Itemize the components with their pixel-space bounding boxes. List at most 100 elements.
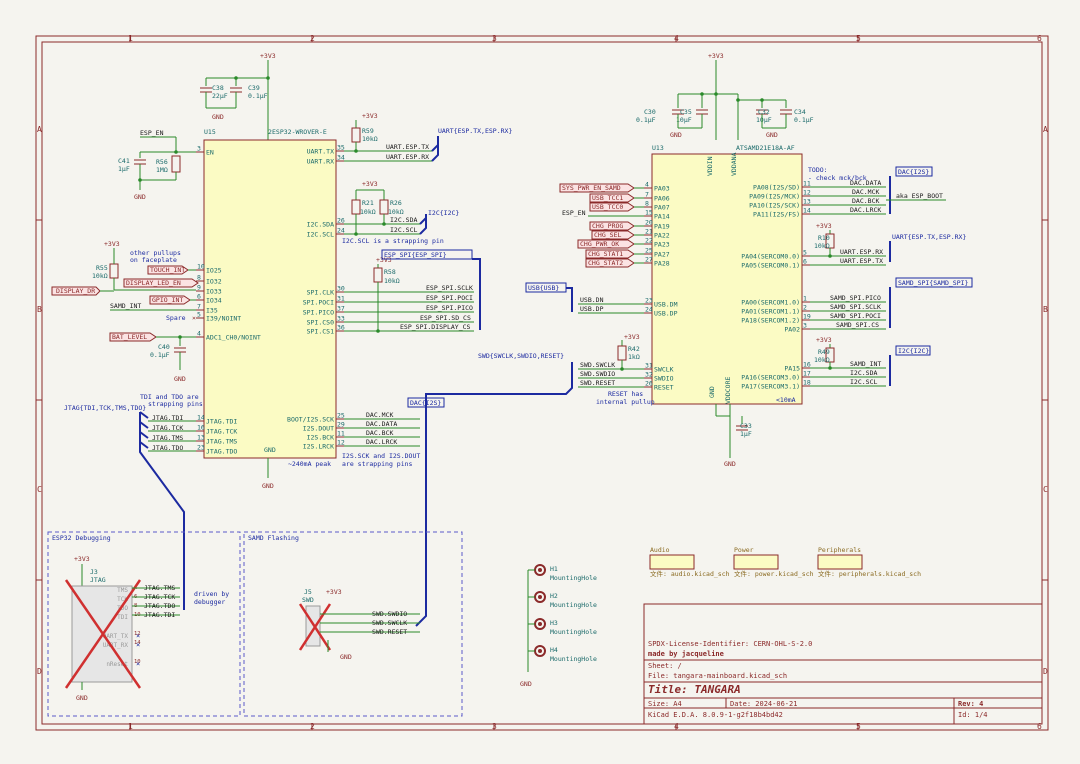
svg-text:13: 13 [803,198,811,206]
svg-text:PA15: PA15 [784,365,800,373]
svg-text:8: 8 [197,274,201,282]
sheet-audio[interactable]: Audio 文件: audio.kicad_sch [649,546,730,578]
r59-value: 10kΩ [362,135,378,143]
r49-v33: +3V3 [816,336,832,344]
svg-text:2: 2 [803,304,807,312]
svg-text:MountingHole: MountingHole [550,574,597,582]
svg-text:JTAG.TCK: JTAG.TCK [206,428,237,436]
svg-text:PA02: PA02 [784,326,800,334]
svg-text:29: 29 [337,421,345,429]
sheet-peripherals[interactable]: Peripherals 文件: peripherals.kicad_sch [817,546,921,578]
samd-flashing-box: SAMD Flashing J5 SWD +3V3 SWD.SWDIO SWD.… [243,531,463,717]
svg-text:PA00(SERCOM1.0): PA00(SERCOM1.0) [741,299,800,307]
r42-v33: +3V3 [624,333,640,341]
svg-text:SPI.CS0: SPI.CS0 [307,319,334,327]
j5-net-reset: SWD.RESET [372,628,407,636]
tdi-note-1: TDI and TDO are [140,393,199,401]
svg-text:PA23: PA23 [654,241,670,249]
frame-col-2-bottom: 2 [310,722,315,731]
display-dr-label: DISPLAY_DR [56,287,95,295]
svg-text:UART.RX: UART.RX [307,158,334,166]
samd-dac-lrck-net: DAC.LRCK [850,206,881,214]
svg-text:PA22: PA22 [654,232,670,240]
svg-text:PA18(SERCOM1.2): PA18(SERCOM1.2) [741,317,800,325]
samd-power-section: +3V3 C30 0.1µF C35 10µF GND C32 10µF C34… [636,52,814,140]
swd-swclk-net: SWD.SWCLK [580,361,615,369]
frame-col-5: 5 [856,34,861,43]
c41-ref: C41 [118,157,130,165]
samd-ref: U13 [652,144,664,152]
frame-col-5-bottom: 5 [856,722,861,731]
frame-col-6: 6 [1037,34,1042,43]
svg-text:UART.TX: UART.TX [307,148,334,156]
svg-text:32: 32 [645,371,653,379]
svg-text:nReset: nReset [106,661,128,668]
svg-text:6: 6 [803,258,807,266]
c33-value: 1µF [740,430,752,438]
svg-text:TDO: TDO [117,605,128,612]
esp-vdd-num: 2 [268,128,272,136]
samd-dac-bus: DAC{I2S} [898,168,929,176]
svg-text:18: 18 [803,379,811,387]
swd-reset-net: SWD.RESET [580,379,615,387]
c40-gnd: GND [174,375,186,383]
frame-col-1-bottom: 1 [128,722,133,731]
svg-text:TMS: TMS [117,587,128,594]
svg-text:12: 12 [337,439,345,447]
svg-text:MountingHole: MountingHole [550,655,597,663]
svg-text:PA05(SERCOM0.1): PA05(SERCOM0.1) [741,262,800,270]
esp-debug-gnd: GND [76,694,88,702]
samd-esp-en-label: ESP_EN [562,209,586,217]
c30-value: 0.1µF [636,116,656,124]
svg-text:PA16(SERCOM3.0): PA16(SERCOM3.0) [741,374,800,382]
esp-uart-rx-net: UART.ESP.RX [386,153,429,161]
j3-net-tck: JTAG.TCK [144,593,175,601]
swd-swdio-net: SWD.SWDIO [580,370,615,378]
samd-int-label: SAMD_INT [110,302,141,310]
rev-text: Rev: 4 [958,700,983,708]
svg-text:10: 10 [197,263,205,271]
todo-note-1: TODO: [808,166,828,174]
svg-text:15: 15 [645,209,653,217]
svg-text:37: 37 [337,305,345,313]
frame-col-3-bottom: 3 [492,722,497,731]
r26-ref: R26 [390,199,402,207]
r55-ref: R55 [96,264,108,272]
esp-jtag-nets: TDI and TDO are strapping pins JTAG{TDI,… [64,393,203,610]
samd-flash-v33: +3V3 [326,588,342,596]
sys-pwr-en-label: SYS_PWR_EN_SAMD [562,184,621,192]
esp-en-label: ESP_EN [140,129,164,137]
svg-text:文件: peripherals.kicad_sch: 文件: peripherals.kicad_sch [818,569,921,578]
frame-col-4: 4 [674,34,679,43]
svg-text:PA28: PA28 [654,260,670,268]
svg-text:TCK: TCK [117,596,128,603]
svg-text:PA07: PA07 [654,204,670,212]
svg-text:SPI.PICO: SPI.PICO [303,309,334,317]
sheet-id: Id: 1/4 [958,711,988,719]
hierarchical-sheets: Audio 文件: audio.kicad_sch Power 文件: powe… [649,546,921,578]
svg-text:20: 20 [645,219,653,227]
svg-text:34: 34 [337,154,345,162]
sheet-power[interactable]: Power 文件: power.kicad_sch [733,546,814,578]
esp-right-nets: +3V3 R59 10kΩ UART.ESP.TX UART.ESP.RX UA… [288,112,512,468]
samd-spi-pico-net: SAMD_SPI.PICO [830,294,881,302]
samd-vddcore-label: VDDCORE [724,377,732,404]
samd-uart-bus: UART{ESP.TX,ESP.RX} [892,233,966,241]
svg-text:26: 26 [337,217,345,225]
svg-text:1: 1 [803,295,807,303]
sheet-file: File: tangara-mainboard.kicad_sch [648,672,787,680]
svg-text:USB.DP: USB.DP [654,310,678,318]
r42-ref: R42 [628,345,640,353]
r59-v33: +3V3 [362,112,378,120]
sheet-path: Sheet: / [648,662,682,670]
